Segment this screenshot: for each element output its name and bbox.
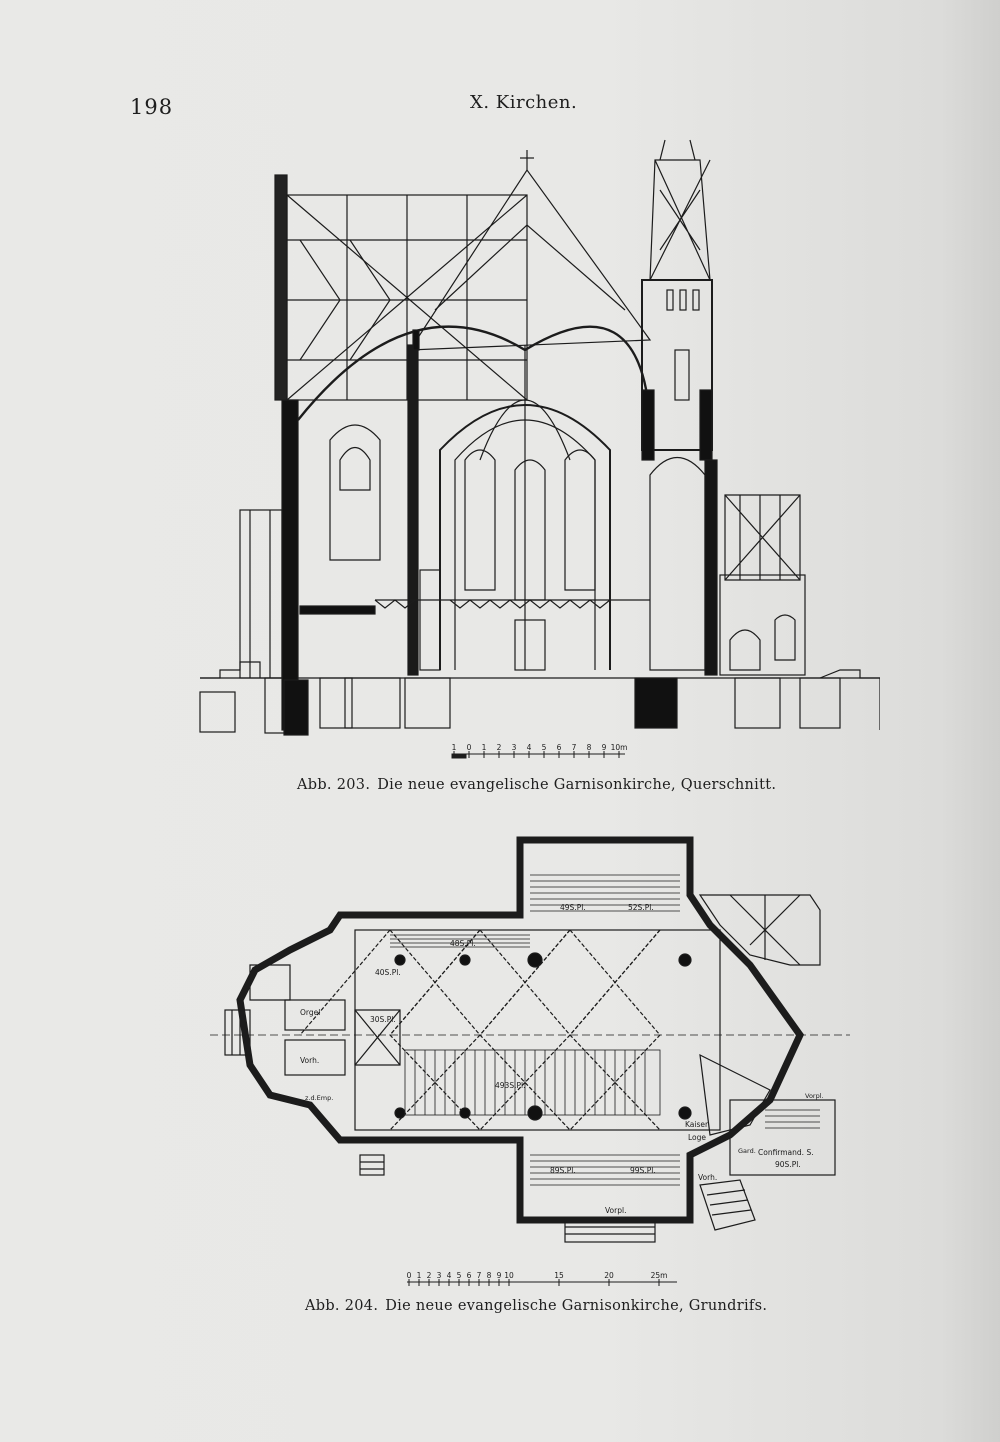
floor-plan-drawing: Orgel Vorh. z.d.Emp. 48S.Pl. 40S.Pl. 30S… <box>210 836 850 1243</box>
scale-tick-label: 2 <box>427 1271 432 1280</box>
scale-tick-label: 6 <box>557 743 562 752</box>
scale-tick-label: 20 <box>604 1271 614 1280</box>
scale-bar-section: 1 0 1 2 3 4 5 6 7 8 9 10m <box>451 743 628 759</box>
scale-tick-label: 0 <box>467 743 472 752</box>
label-loge: Loge <box>688 1133 706 1142</box>
label-seats-north-1: 48S.Pl. <box>450 939 476 948</box>
scale-tick-label: 15 <box>554 1271 564 1280</box>
running-head: X. Kirchen. <box>470 92 578 113</box>
label-vorpl: Vorpl. <box>605 1206 626 1215</box>
label-zur-empore: z.d.Emp. <box>305 1094 333 1102</box>
label-confirmand-2: 90S.Pl. <box>775 1160 801 1169</box>
scale-tick-label: 0 <box>407 1271 412 1280</box>
label-vorh-west: Vorh. <box>300 1056 319 1065</box>
scale-tick-label: 2 <box>497 743 502 752</box>
label-gard: Gard. <box>738 1147 756 1155</box>
label-orgel: Orgel <box>300 1008 320 1017</box>
scale-tick-label: 4 <box>447 1271 452 1280</box>
scale-tick-label: 1 <box>452 743 457 752</box>
label-seats-nave: 493S.Pl. <box>495 1081 525 1090</box>
scale-tick-label: 5 <box>457 1271 462 1280</box>
figure-number: Abb. 203. <box>297 777 371 793</box>
cross-section-drawing <box>199 139 880 736</box>
figure-number: Abb. 204. <box>305 1298 379 1314</box>
label-kaiser: Kaiser <box>685 1120 709 1129</box>
label-seats-north-2: 40S.Pl. <box>375 968 401 977</box>
label-seats-transept-s2: 99S.Pl. <box>630 1166 656 1175</box>
scale-tick-label: 3 <box>437 1271 442 1280</box>
scale-tick-label: 5 <box>542 743 547 752</box>
scale-tick-label: 4 <box>527 743 532 752</box>
scale-tick-label: 1 <box>417 1271 422 1280</box>
steps-left <box>200 661 261 679</box>
scale-tick-label: 9 <box>602 743 607 752</box>
scale-tick-label: 10m <box>611 743 628 752</box>
scale-tick-label: 8 <box>487 1271 492 1280</box>
figure-caption-204: Abb. 204. Die neue evangelische Garnisonk… <box>305 1298 767 1314</box>
scale-tick-label: 8 <box>587 743 592 752</box>
caption-text: Die neue evangelische Garnisonkirche, Qu… <box>377 777 777 793</box>
label-seats-north-3: 30S.Pl. <box>370 1015 396 1024</box>
label-confirmand-1: Confirmand. S. <box>758 1148 814 1157</box>
label-vorpl-east: Vorpl. <box>805 1092 824 1100</box>
scale-tick-label: 9 <box>497 1271 502 1280</box>
scale-tick-label: 25m <box>651 1271 668 1280</box>
scale-tick-label: 6 <box>467 1271 472 1280</box>
label-seats-transept-s1: 89S.Pl. <box>550 1166 576 1175</box>
scale-tick-label: 7 <box>477 1271 482 1280</box>
scale-tick-label: 3 <box>512 743 517 752</box>
label-vorh-south: Vorh. <box>698 1173 717 1182</box>
scale-tick-label: 7 <box>572 743 577 752</box>
label-seats-transept-n1: 49S.Pl. <box>560 903 586 912</box>
caption-text: Die neue evangelische Garnisonkirche, Gr… <box>385 1298 768 1314</box>
label-seats-transept-n2: 52S.Pl. <box>628 903 654 912</box>
scale-tick-label: 10 <box>504 1271 514 1280</box>
scale-tick-label: 1 <box>482 743 487 752</box>
page-number: 198 <box>130 95 174 119</box>
figure-caption-203: Abb. 203. Die neue evangelische Garnisonk… <box>297 777 776 793</box>
